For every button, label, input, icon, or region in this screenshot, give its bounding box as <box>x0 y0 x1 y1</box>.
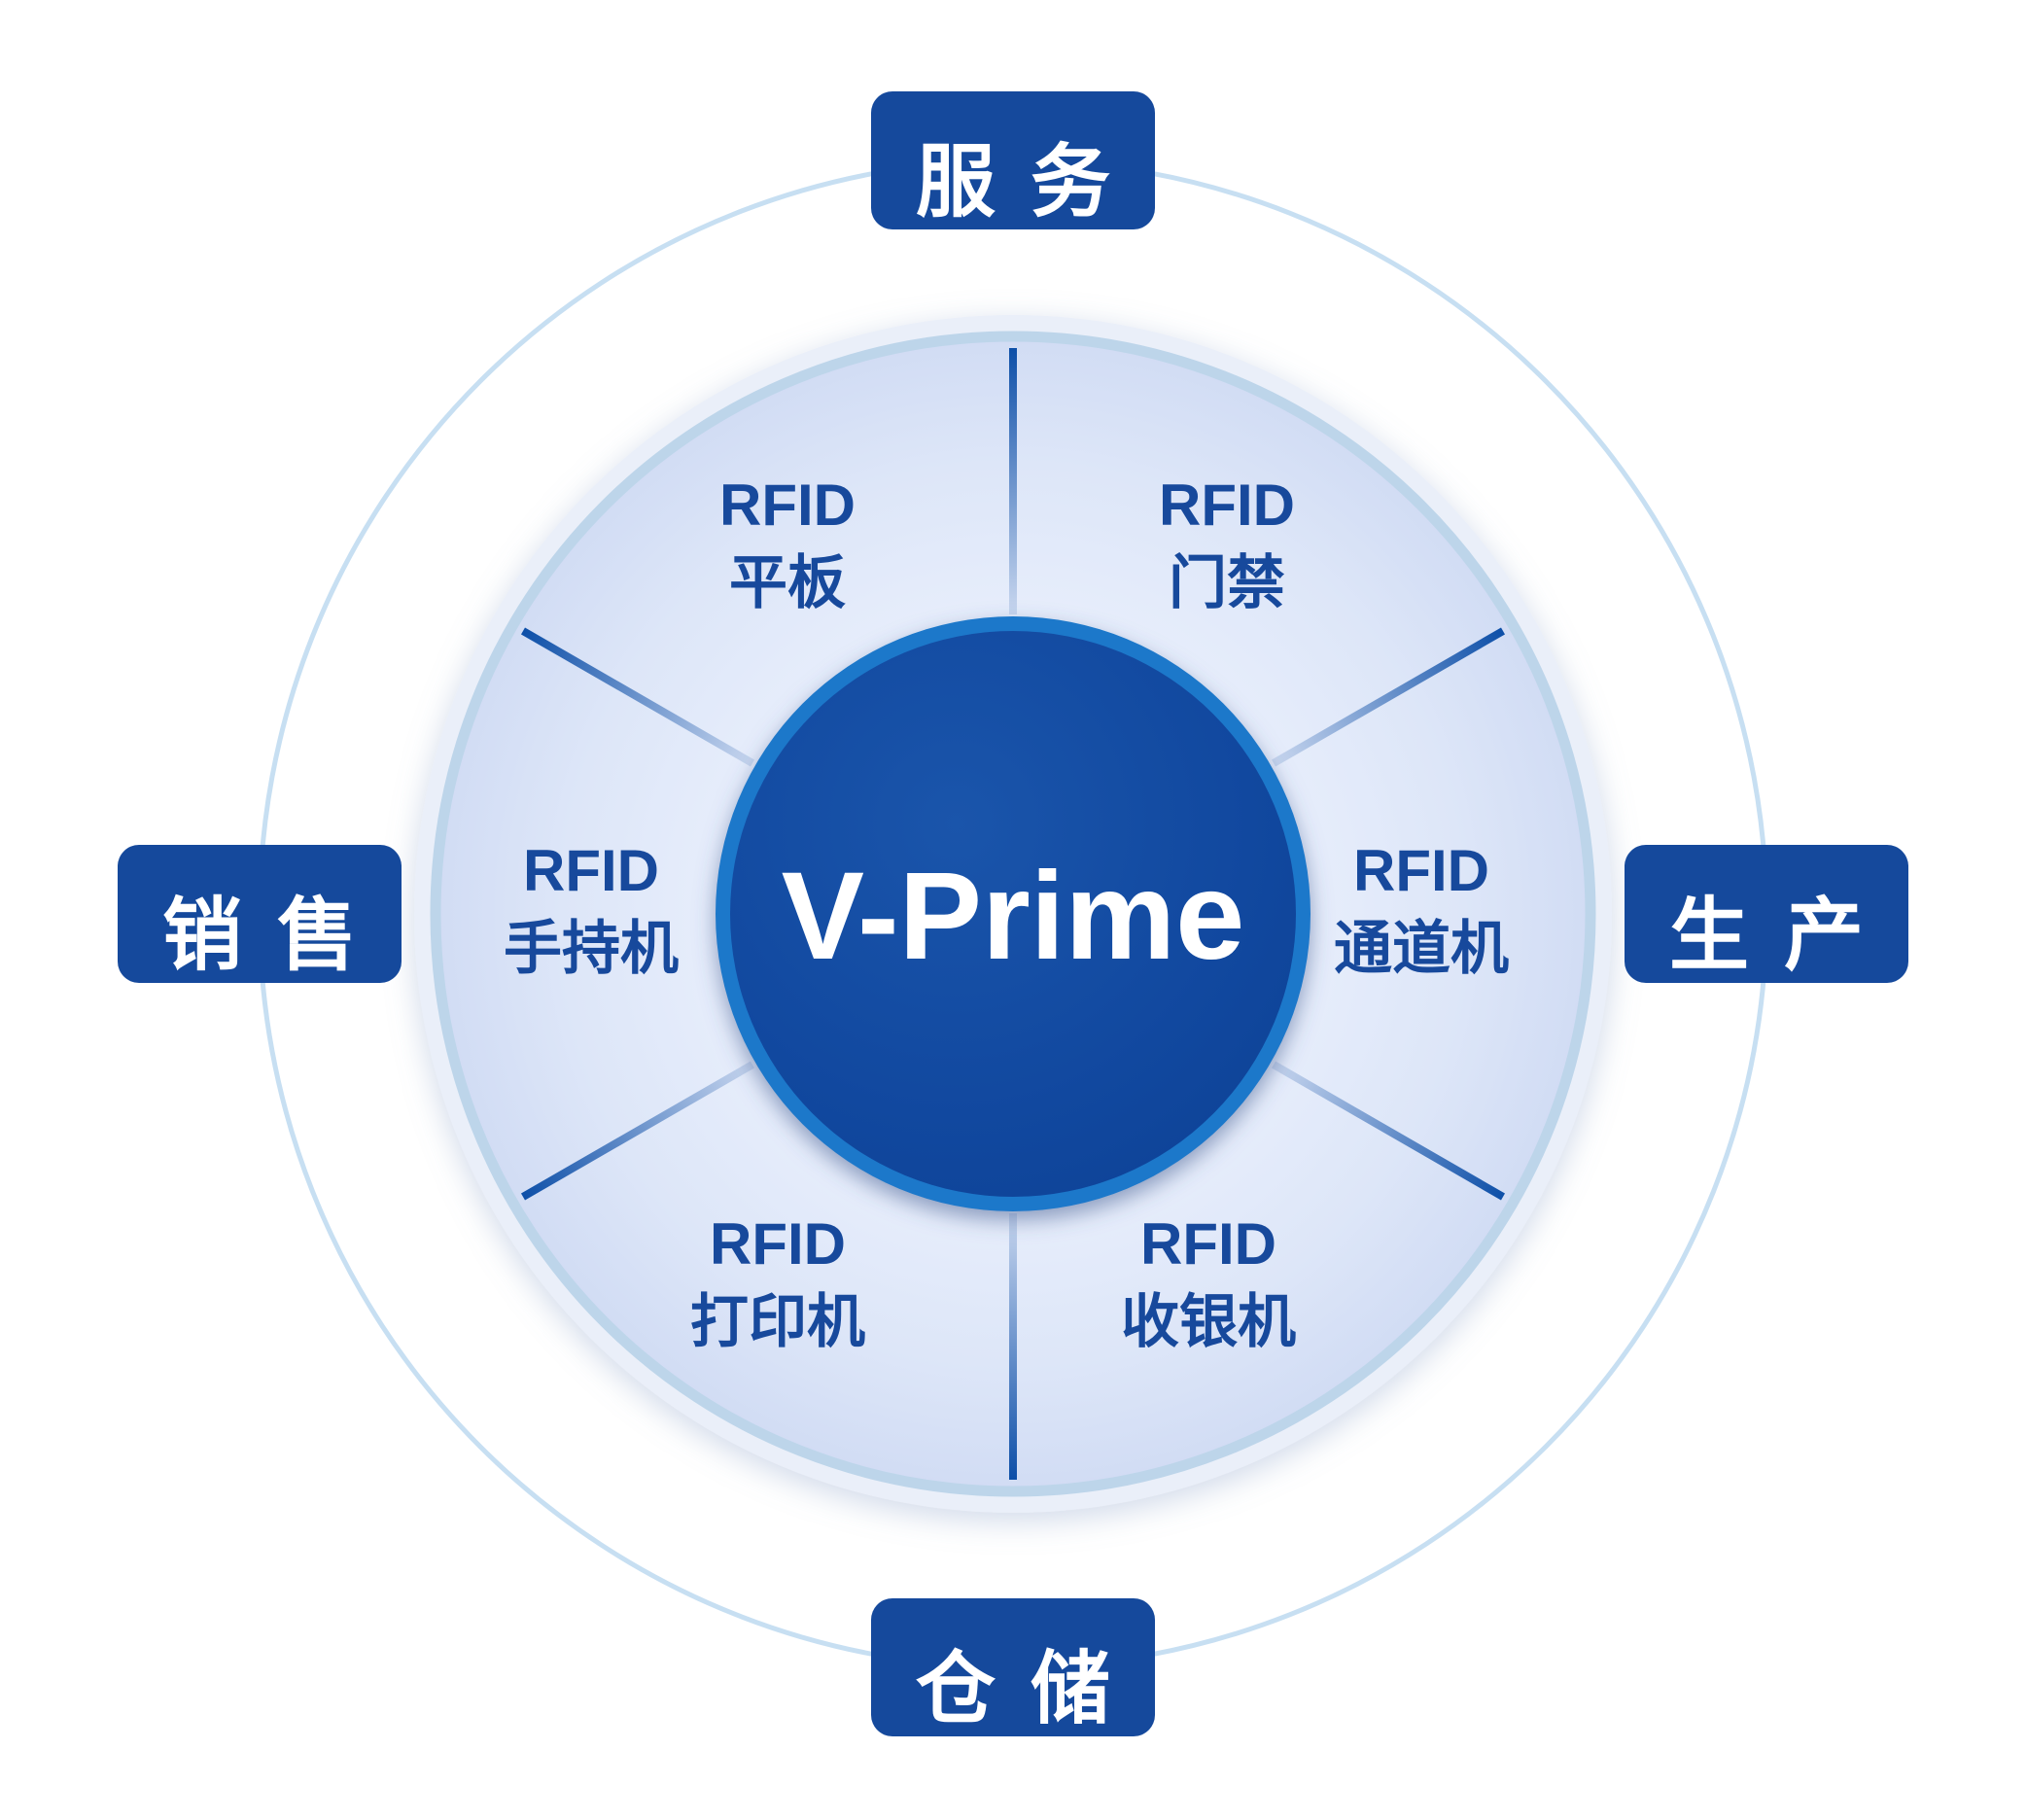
outer-node-badges: 服务 生产 仓储 销售 <box>118 91 1908 1736</box>
node-badge-production: 生产 <box>1625 845 1908 983</box>
divider-line-upper-right <box>1272 627 1505 767</box>
segment-channel-line2: 通道机 <box>1334 916 1509 981</box>
node-badge-warehousing: 仓储 <box>871 1598 1155 1736</box>
segment-labels: RFID 平板 RFID 门禁 RFID 通道机 RFID 收银机 RFID 打… <box>504 472 1509 1354</box>
service-badge-rect <box>871 91 1155 229</box>
segment-tablet-line2: 平板 <box>729 550 846 615</box>
node-badge-sales: 销售 <box>118 845 402 983</box>
segment-tablet-line1: RFID <box>719 472 856 538</box>
warehousing-badge-label: 仓储 <box>916 1645 1145 1733</box>
sales-badge-label: 销售 <box>162 892 392 980</box>
segment-channel-line1: RFID <box>1353 838 1489 903</box>
segment-label-cash-register: RFID 收银机 <box>1121 1211 1296 1354</box>
segment-access-line1: RFID <box>1159 472 1295 538</box>
segment-label-channel-machine: RFID 通道机 <box>1334 838 1509 981</box>
divider-line-lower-left <box>521 1061 754 1201</box>
warehousing-badge-rect <box>871 1598 1155 1736</box>
production-badge-rect <box>1625 845 1908 983</box>
center-core: V-Prime <box>716 616 1311 1211</box>
segment-printer-line1: RFID <box>710 1211 846 1277</box>
core-circle <box>730 631 1296 1197</box>
segment-cashier-line1: RFID <box>1140 1211 1276 1277</box>
node-badge-service: 服务 <box>871 91 1155 229</box>
divider-line-lower-right <box>1272 1061 1505 1201</box>
segment-cashier-line2: 收银机 <box>1121 1289 1296 1354</box>
segment-label-handheld: RFID 手持机 <box>504 838 679 981</box>
production-badge-label: 生产 <box>1669 892 1899 980</box>
sales-badge-rect <box>118 845 402 983</box>
segment-label-tablet: RFID 平板 <box>719 472 856 615</box>
segment-dividers <box>521 348 1505 1480</box>
segment-label-access-control: RFID 门禁 <box>1159 472 1295 615</box>
service-badge-label: 服务 <box>916 138 1145 227</box>
segment-printer-line2: 打印机 <box>690 1289 865 1354</box>
segment-access-line2: 门禁 <box>1169 550 1285 615</box>
segment-handheld-line2: 手持机 <box>504 916 679 981</box>
divider-line-upper-left <box>521 627 754 767</box>
segment-label-printer: RFID 打印机 <box>690 1211 865 1354</box>
center-label: V-Prime <box>782 847 1245 986</box>
segment-handheld-line1: RFID <box>523 838 659 903</box>
